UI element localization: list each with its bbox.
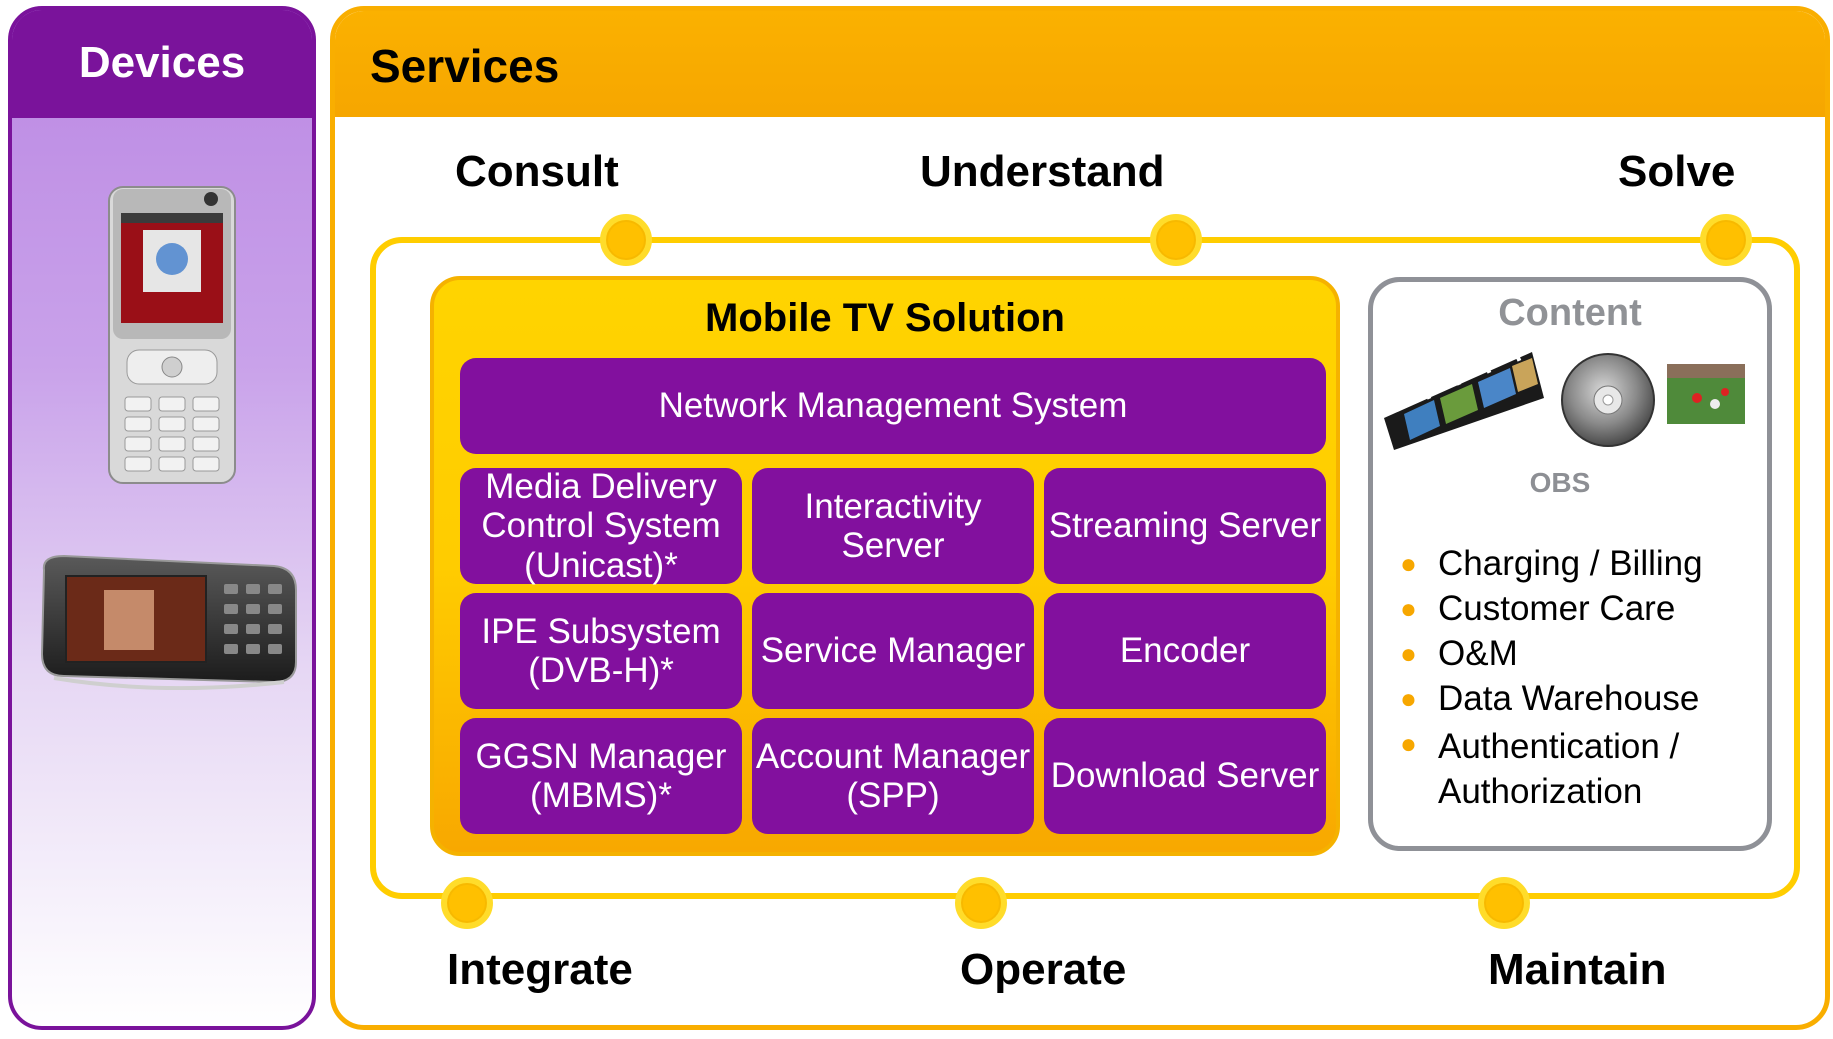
network-management-system-box: Network Management System: [460, 358, 1326, 454]
download-server-box: Download Server: [1044, 718, 1326, 834]
node-integrate: [441, 877, 493, 929]
interactivity-server-box: Interactivity Server: [752, 468, 1034, 584]
stage-understand: Understand: [920, 147, 1165, 196]
node-operate: [955, 877, 1007, 929]
stage-solve: Solve: [1618, 147, 1736, 196]
cd-disc-image: [1561, 353, 1655, 447]
service-manager-box: Service Manager: [752, 593, 1034, 709]
account-manager-box: Account Manager (SPP): [752, 718, 1034, 834]
encoder-box: Encoder: [1044, 593, 1326, 709]
node-solve: [1700, 214, 1752, 266]
phone-upright-image: [108, 186, 236, 484]
streaming-server-box: Streaming Server: [1044, 468, 1326, 584]
devices-header: Devices: [12, 10, 312, 118]
stage-operate: Operate: [960, 945, 1127, 994]
node-consult: [600, 214, 652, 266]
services-title: Services: [370, 40, 560, 92]
obs-label: OBS: [1529, 467, 1591, 498]
bullet-icon: ●: [1400, 593, 1417, 624]
bullet-icon: ●: [1400, 728, 1417, 759]
bullet-icon: ●: [1400, 638, 1417, 669]
ipe-subsystem-box: IPE Subsystem (DVB-H)*: [460, 593, 742, 709]
ggsn-manager-box: GGSN Manager (MBMS)*: [460, 718, 742, 834]
media-delivery-control-system-box: Media Delivery Control System (Unicast)*: [460, 467, 742, 585]
bullet-icon: ●: [1400, 683, 1417, 714]
node-understand: [1150, 214, 1202, 266]
devices-title: Devices: [78, 38, 246, 87]
content-title: Content: [1498, 292, 1642, 334]
stage-maintain: Maintain: [1488, 945, 1667, 994]
service-lifecycle-loop: [370, 237, 1800, 899]
mobile-tv-solution-title: Mobile TV Solution: [705, 296, 1065, 340]
bullet-icon: ●: [1400, 548, 1417, 579]
stage-consult: Consult: [455, 147, 619, 196]
phone-landscape-image: [40, 554, 297, 690]
devices-panel: Devices: [8, 6, 316, 1030]
node-maintain: [1478, 877, 1530, 929]
film-strip-image: [1384, 352, 1544, 450]
services-header: Services: [335, 11, 1825, 117]
stage-integrate: Integrate: [447, 945, 633, 994]
sports-video-thumbnail: [1667, 364, 1745, 424]
